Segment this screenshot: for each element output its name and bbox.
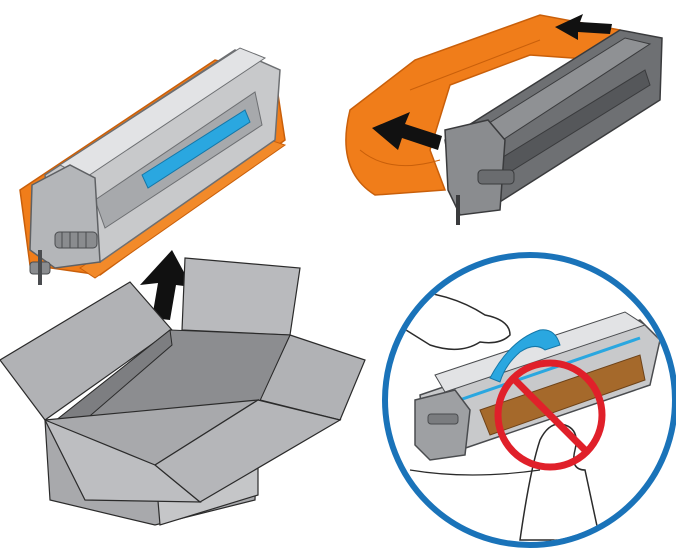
- left-arrow-icon: [372, 14, 612, 150]
- cartridge-end-cap-2: [444, 119, 506, 216]
- open-box: [0, 257, 366, 526]
- step-2-cartridge: [345, 14, 663, 225]
- prohibition-icon: [494, 359, 606, 471]
- step-1-cartridge: [19, 47, 287, 285]
- step-3-warning: [382, 252, 676, 548]
- imaging-drum: [479, 354, 646, 436]
- blue-handle-3: [489, 329, 561, 383]
- gear-icon: [29, 231, 98, 285]
- up-arrow-icon: [140, 250, 192, 320]
- blue-handle: [141, 109, 251, 189]
